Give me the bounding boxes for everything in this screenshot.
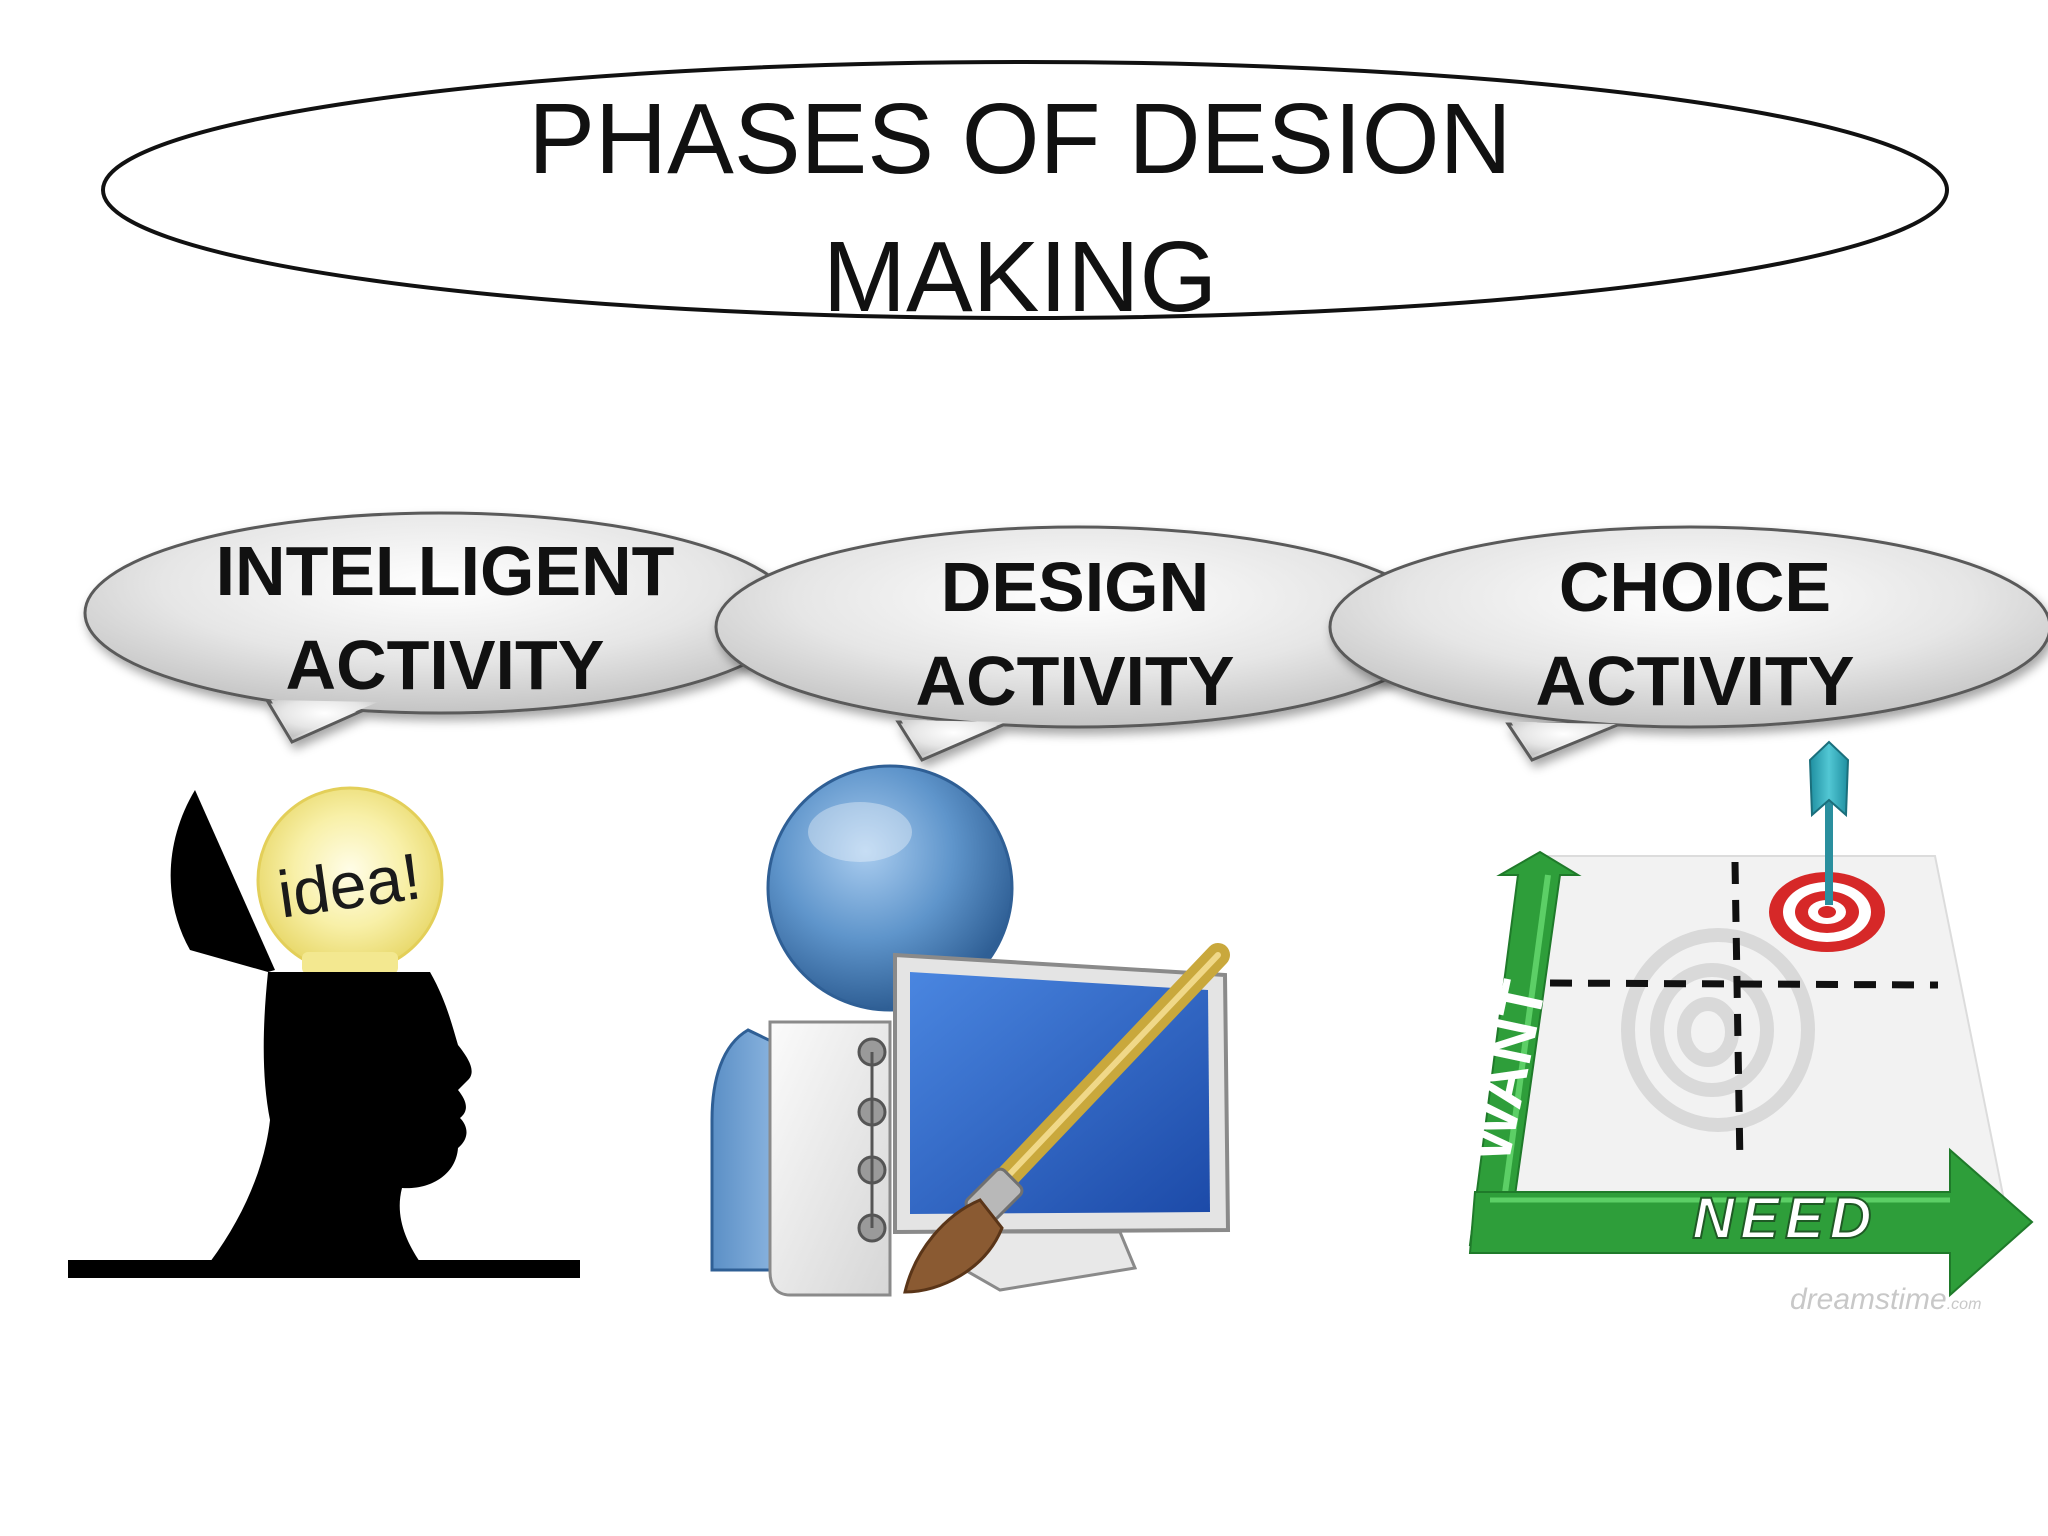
spiral-watermark — [1621, 928, 1815, 1132]
need-arrow — [1468, 1147, 2034, 1298]
bulb-neck — [302, 952, 398, 974]
watermark-main: dreamstime — [1790, 1283, 1947, 1316]
floor-line — [68, 1260, 580, 1278]
speech-bubble-intelligent — [83, 511, 797, 744]
designer-monitor-brush-icon — [710, 764, 1231, 1297]
phase-label-intelligent: INTELLIGENT ACTIVITY — [215, 532, 675, 704]
page-title: PHASES OF DESION MAKING — [528, 83, 1512, 333]
brush-tip — [903, 1198, 1004, 1294]
target-icon — [1769, 872, 1885, 952]
skull-flap — [170, 790, 275, 972]
phase-label-design: DESIGN ACTIVITY — [915, 548, 1235, 720]
speech-bubble-choice — [1328, 525, 2048, 762]
want-need-target-chart-icon: WANT NEED — [1454, 740, 2034, 1298]
head-idea-bulb-icon: idea! — [68, 786, 580, 1278]
person-head — [766, 764, 1014, 1012]
phase-label-choice: CHOICE ACTIVITY — [1535, 548, 1855, 720]
head-silhouette — [210, 972, 472, 1262]
need-label: NEED — [1692, 1186, 1877, 1251]
title-ellipse — [101, 60, 1949, 320]
chart-board — [1476, 855, 2007, 1222]
dreamstime-watermark: dreamstime.com — [1790, 1283, 2040, 1317]
dart-arrow-icon — [1808, 740, 1850, 905]
watermark-suffix: .com — [1946, 1296, 1982, 1313]
